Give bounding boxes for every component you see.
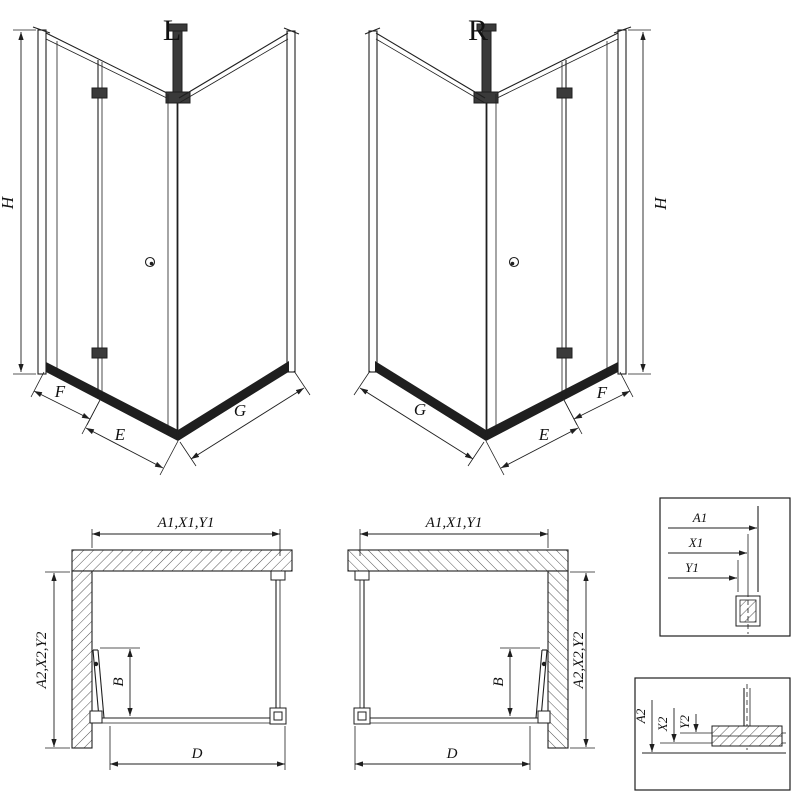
dim-label-h-right: H — [651, 196, 670, 211]
plan-right-dim-side: A2,X2,Y2 — [571, 631, 587, 689]
plan-view-right — [348, 529, 595, 770]
view-label-left: L — [163, 14, 181, 47]
dim-label-e-left: E — [114, 425, 126, 444]
detail-label-x1: X1 — [688, 535, 703, 550]
dim-label-f-left: F — [54, 382, 66, 401]
detail-label-y1: Y1 — [685, 560, 699, 575]
plan-left-dim-depth: B — [111, 677, 127, 686]
view-label-right: R — [468, 14, 488, 47]
dim-label-f-right: F — [596, 383, 608, 402]
dim-label-g-left: G — [234, 401, 246, 420]
detail-label-a1: A1 — [692, 510, 707, 525]
plan-left-dim-top: A1,X1,Y1 — [157, 515, 215, 531]
detail-box-bottom: A2 X2 Y2 — [633, 677, 791, 791]
detail-box-top: A1 X1 Y1 — [659, 497, 791, 637]
perspective-view-left — [13, 24, 310, 475]
detail-label-x2: X2 — [655, 716, 670, 732]
detail-label-y2: Y2 — [677, 715, 692, 729]
plan-view-left — [45, 529, 292, 770]
perspective-view-right — [354, 24, 651, 475]
plan-right-dim-depth: B — [491, 677, 507, 686]
dim-label-h-left: H — [0, 195, 17, 210]
plan-right-dim-top: A1,X1,Y1 — [425, 515, 483, 531]
plan-left-dim-side: A2,X2,Y2 — [34, 631, 50, 689]
detail-label-a2: A2 — [633, 708, 648, 724]
dim-label-e-right: E — [538, 425, 550, 444]
plan-right-dim-width: D — [446, 746, 458, 762]
dim-label-g-right: G — [414, 400, 426, 419]
plan-left-dim-width: D — [191, 746, 203, 762]
